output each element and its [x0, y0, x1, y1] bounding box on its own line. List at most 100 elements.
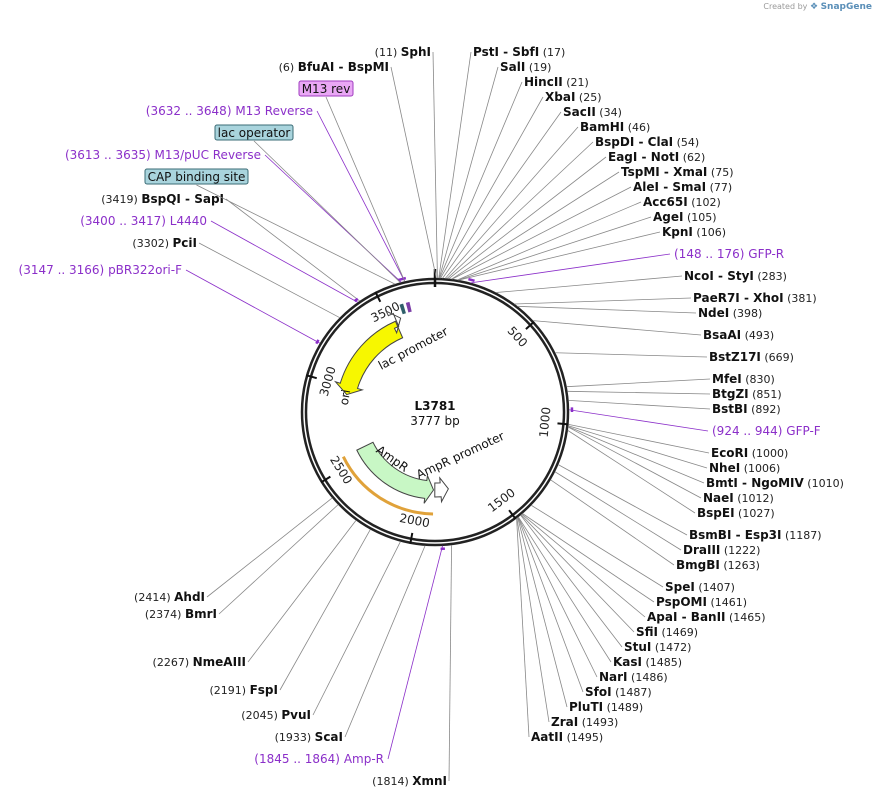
site-position: (1933) [275, 731, 312, 744]
site-position: (19) [529, 61, 552, 74]
site-position: (34) [599, 106, 622, 119]
site-position: (2414) [134, 591, 171, 604]
primer-label: (3147 .. 3166) pBR322ori-F [19, 263, 183, 277]
site-name2: Esp3I [745, 528, 782, 542]
site-name: BstBI [712, 402, 748, 416]
site-name: NdeI [698, 306, 729, 320]
site-leader [516, 518, 530, 738]
ampr-promoter-orf-arc [341, 456, 434, 516]
site-name2: NotI [651, 150, 680, 164]
site-label-btgzi: BtgZI (851) [712, 387, 782, 401]
primer-label: (3632 .. 3648) M13 Reverse [146, 104, 313, 118]
site-dash: - [660, 165, 673, 179]
site-position: (75) [711, 166, 734, 179]
ampr-promoter-feature-shape [434, 476, 449, 504]
site-position: (17) [543, 46, 566, 59]
site-label-bmri: (2374) BmrI [145, 607, 217, 621]
site-dash: - [740, 291, 753, 305]
site-leader [438, 51, 472, 279]
primer-range: (3147 .. 3166) [19, 263, 105, 277]
site-label-apai: ApaI - BanII (1465) [647, 610, 766, 624]
site-label-nmeaiii: (2267) NmeAIII [153, 655, 246, 669]
site-position: (77) [710, 181, 733, 194]
site-label-scai: (1933) ScaI [275, 730, 343, 744]
scale-tick [409, 532, 414, 544]
site-label-zrai: ZraI (1493) [551, 715, 618, 729]
site-name: PciI [173, 236, 198, 250]
site-position: (283) [757, 270, 787, 283]
site-name2: SmaI [672, 180, 706, 194]
site-name: AhdI [174, 590, 205, 604]
site-name2: StyI [727, 269, 754, 283]
primer-label: (924 .. 944) GFP-F [712, 424, 821, 438]
snapgene-credit: Created by ❖ SnapGene [763, 2, 872, 12]
site-position: (892) [751, 403, 781, 416]
site-name: BsmBI [689, 528, 731, 542]
scale-tick [557, 422, 569, 426]
site-name: StuI [624, 640, 651, 654]
site-leader [432, 51, 438, 279]
scale-tick-label: 1500 [485, 485, 518, 515]
lac-operator-mark [405, 301, 412, 313]
primer-name: M13 Reverse [235, 104, 313, 118]
site-name2: ClaI [648, 135, 673, 149]
site-label-sali: SalI (19) [500, 60, 551, 74]
site-position: (54) [677, 136, 700, 149]
site-name: BfuAI [298, 60, 335, 74]
site-position: (830) [745, 373, 775, 386]
site-position: (1407) [698, 581, 735, 594]
site-dash: - [731, 528, 744, 542]
site-label-stui: StuI (1472) [624, 640, 691, 654]
site-position: (381) [787, 292, 817, 305]
site-leader [448, 544, 452, 782]
site-dash: - [738, 476, 751, 490]
scale-tick [508, 509, 517, 520]
site-label-bamhi: BamHI (46) [580, 120, 650, 134]
site-dash: - [659, 180, 672, 194]
site-name: PstI [473, 45, 499, 59]
boxed-feature-lac-operator: lac operator [214, 124, 294, 141]
site-leader [495, 275, 683, 293]
site-dash: - [499, 45, 512, 59]
primer-label: (3400 .. 3417) L4440 [80, 214, 207, 228]
ampr-promoter-label: AmpR promoter [414, 429, 506, 482]
site-leader [247, 520, 357, 663]
site-leader [451, 171, 620, 280]
primer-range: (924 .. 944) [712, 424, 782, 438]
site-dash: - [334, 60, 347, 74]
site-label-sfii: SfiI (1469) [636, 625, 698, 639]
site-leader [568, 399, 711, 410]
site-position: (1010) [807, 477, 844, 490]
boxed-feature-text: CAP binding site [148, 170, 246, 184]
site-leader [558, 464, 688, 536]
site-position: (3419) [101, 193, 138, 206]
credit-prefix: Created by [763, 2, 808, 11]
site-name: BstZ17I [709, 350, 761, 364]
site-name: SfiI [636, 625, 658, 639]
site-position: (2191) [210, 684, 247, 697]
credit-brand: SnapGene [820, 2, 872, 12]
site-label-kasi: KasI (1485) [613, 655, 682, 669]
site-label-xbai: XbaI (25) [545, 90, 602, 104]
site-label-pcii: (3302) PciI [132, 236, 197, 250]
ampr-feature-shape [356, 441, 435, 504]
site-position: (1461) [710, 596, 747, 609]
snapgene-logo-icon: ❖ [809, 2, 819, 12]
site-label-paer7i: PaeR7I - XhoI (381) [693, 291, 817, 305]
site-name2: NgoMIV [751, 476, 804, 490]
site-position: (1027) [738, 507, 775, 520]
site-leader [516, 517, 550, 723]
site-label-naei: NaeI (1012) [703, 491, 774, 505]
site-leader [550, 479, 675, 566]
site-leader [521, 513, 646, 618]
site-name: PaeR7I [693, 291, 740, 305]
site-position: (102) [691, 196, 721, 209]
site-label-sphi: (11) SphI [375, 45, 431, 59]
site-label-bfuai: (6) BfuAI - BspMI [279, 60, 389, 74]
cap-binding-site-mark [399, 303, 406, 315]
site-leader [517, 516, 598, 678]
site-position: (1489) [607, 701, 644, 714]
boxed-feature-cap-binding-site: CAP binding site [144, 168, 249, 185]
site-name: SphI [401, 45, 431, 59]
